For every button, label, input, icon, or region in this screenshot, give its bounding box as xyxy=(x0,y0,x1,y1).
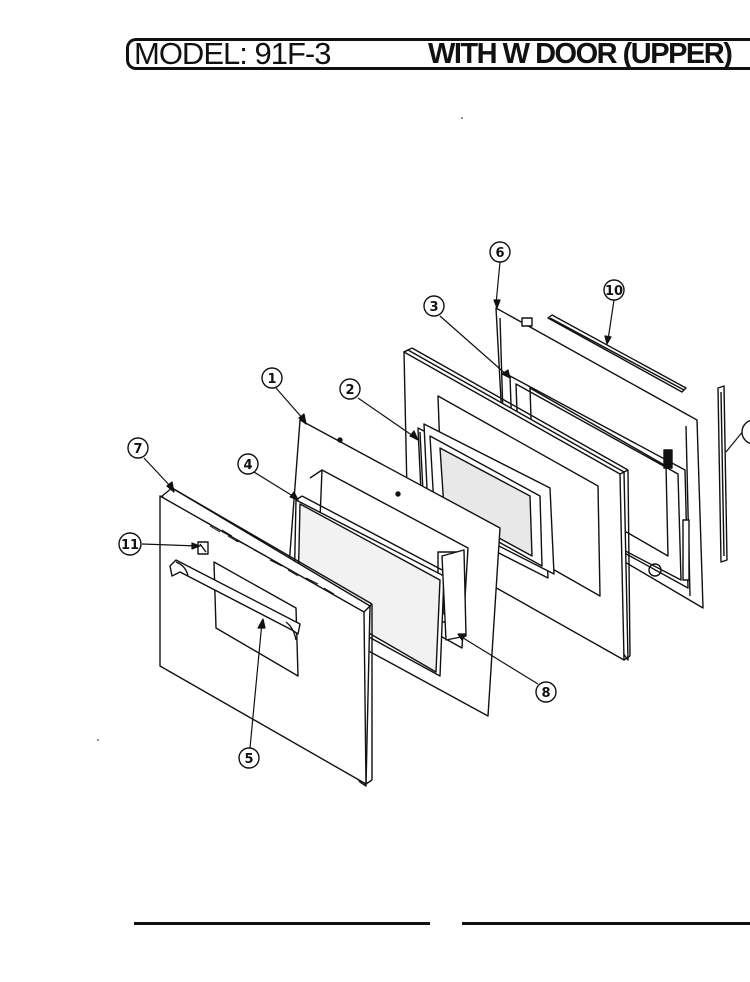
header-frame xyxy=(126,38,750,70)
footer-rule-left xyxy=(134,922,430,925)
callout-2: 2 xyxy=(345,383,354,398)
side-gasket xyxy=(717,385,728,563)
footer-rule-right xyxy=(462,922,750,925)
callout-1: 1 xyxy=(267,372,276,387)
callout-8: 8 xyxy=(541,686,550,701)
callout-5: 5 xyxy=(244,752,253,767)
part-4-front-glass xyxy=(293,495,447,677)
callout-7: 7 xyxy=(133,442,142,457)
callout-11: 11 xyxy=(121,538,139,553)
callout-6: 6 xyxy=(495,246,504,261)
model-number: MODEL: 91F-3 xyxy=(134,36,331,71)
callout-3: 3 xyxy=(429,300,438,315)
part-11-clip xyxy=(197,541,209,555)
callout-4: 4 xyxy=(243,458,252,473)
part-8-bracket xyxy=(441,549,467,641)
callout-10: 10 xyxy=(605,284,623,299)
part-10-gasket-top xyxy=(547,314,687,393)
diagram-title: WITH W DOOR (UPPER) xyxy=(428,38,733,70)
callout-markers xyxy=(118,241,750,769)
